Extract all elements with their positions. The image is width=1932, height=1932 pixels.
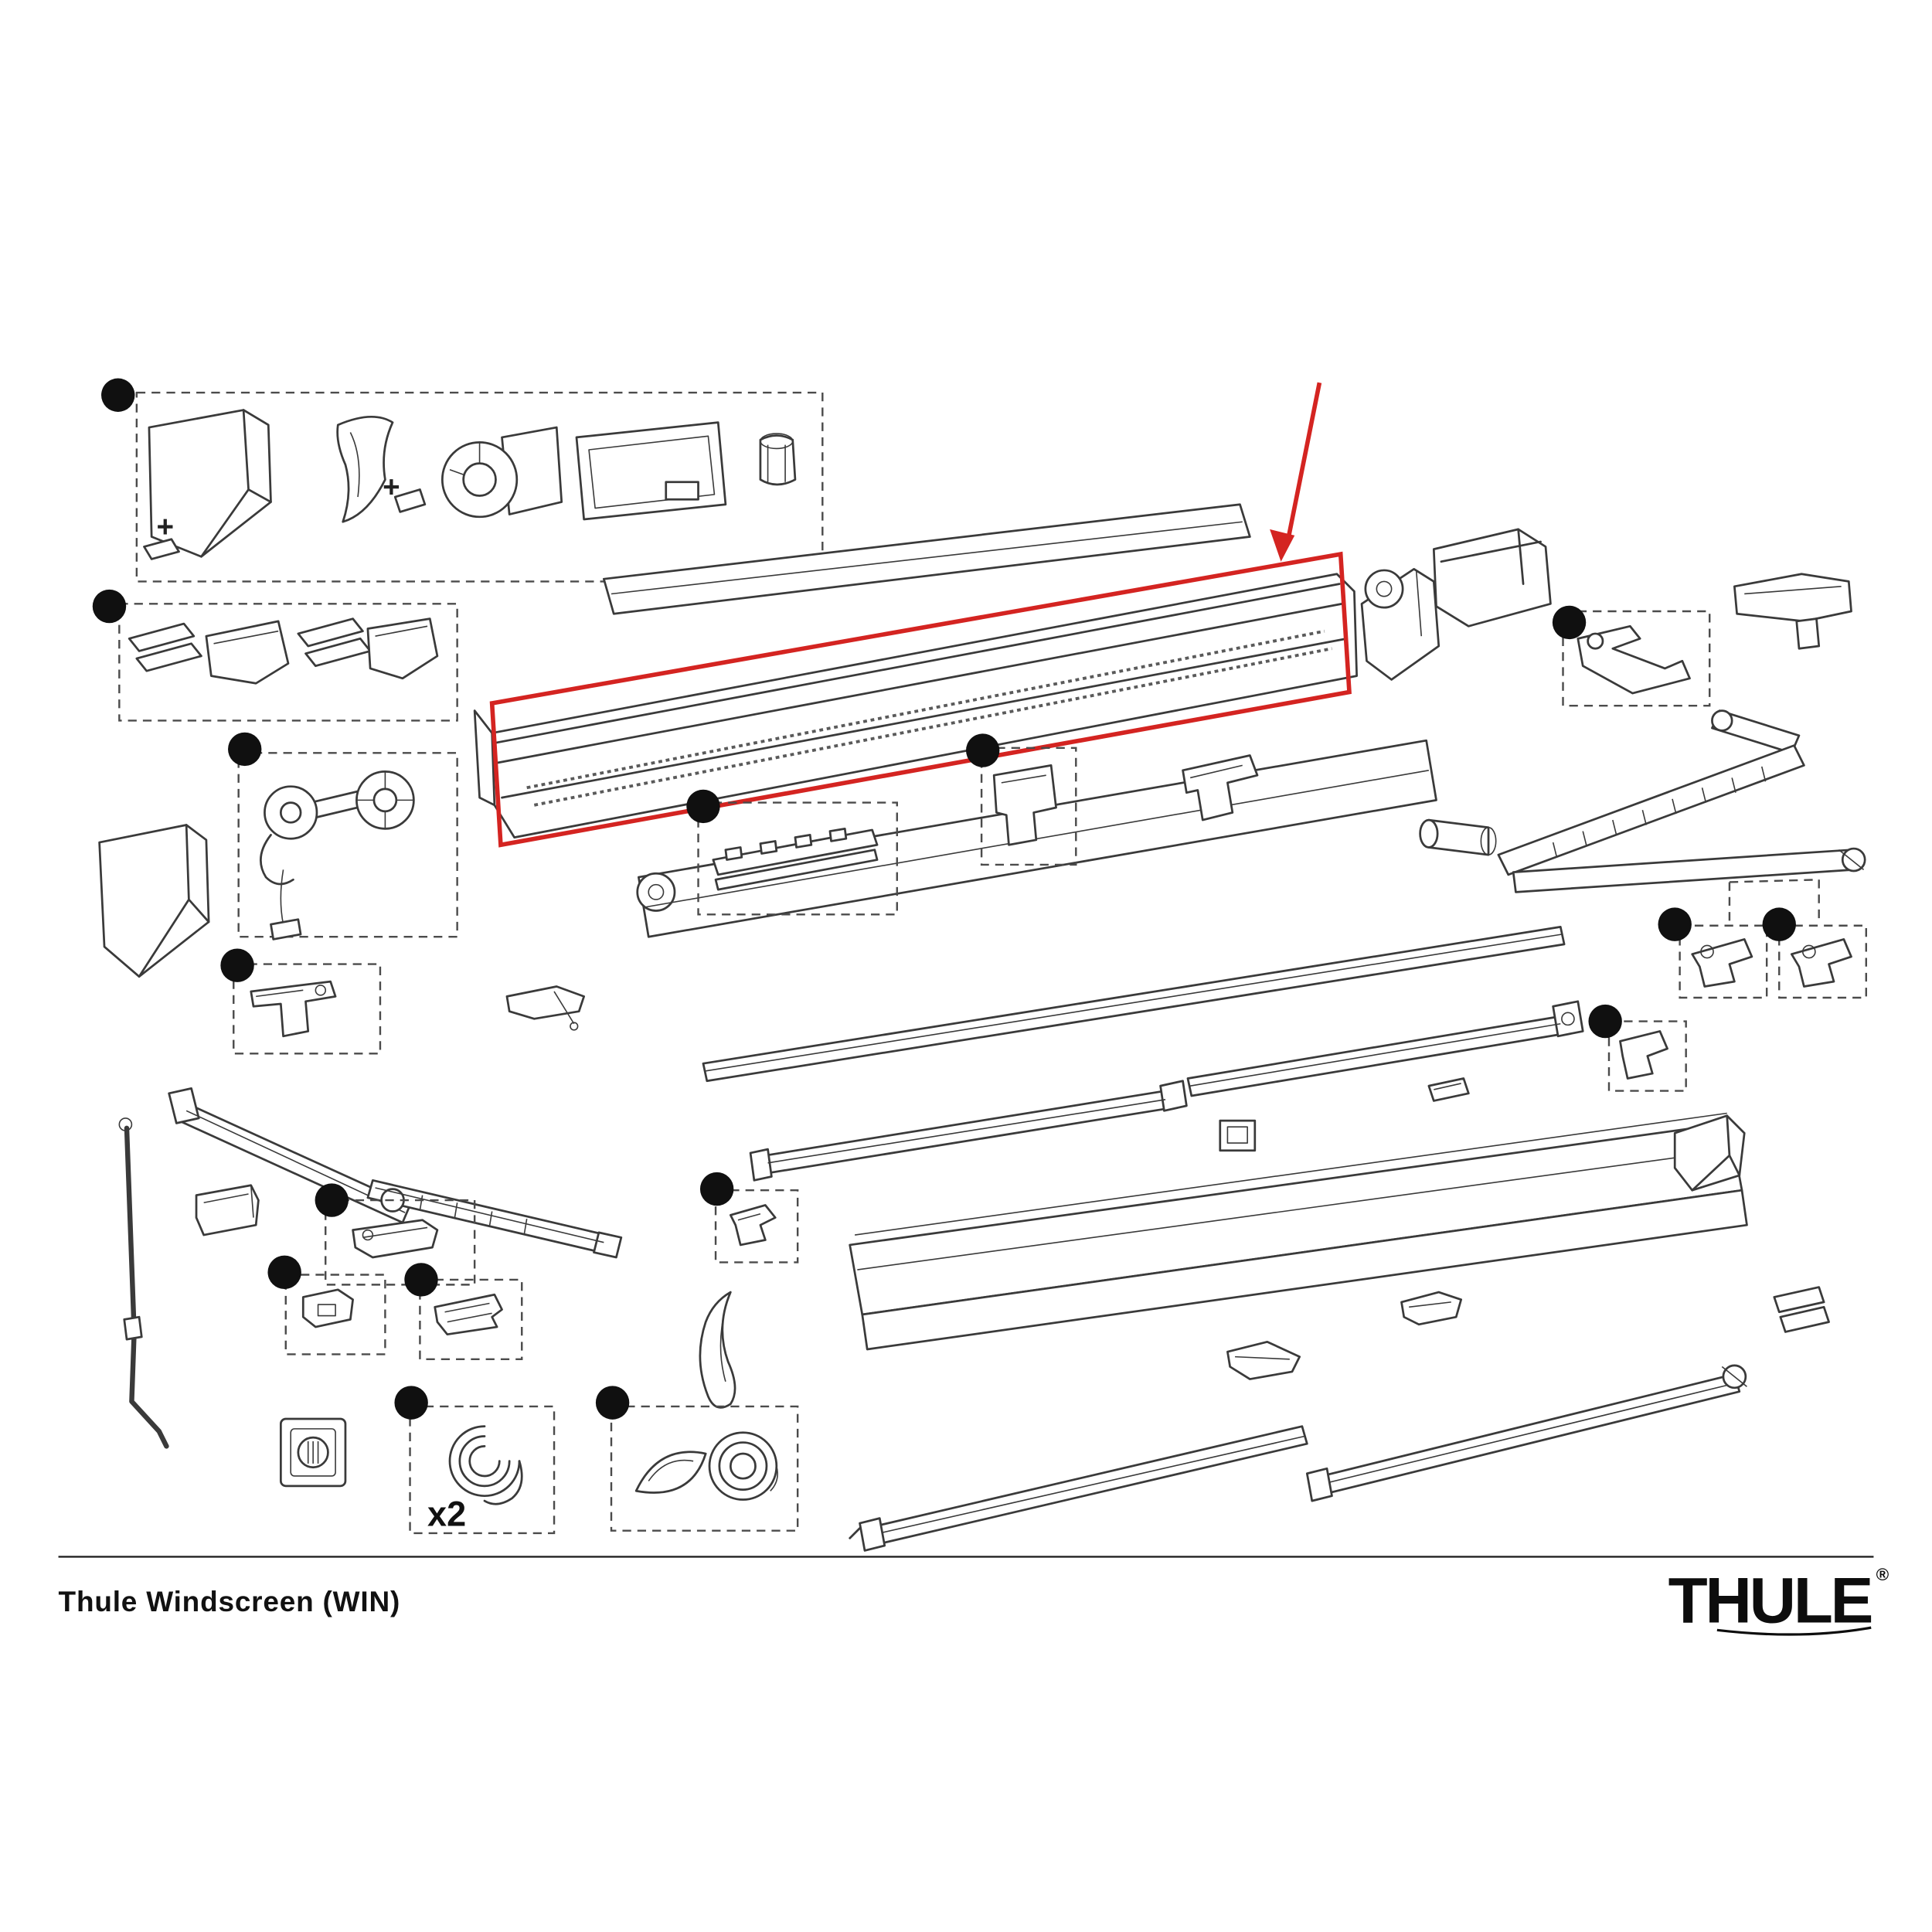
bracket-small-right <box>1400 1291 1463 1326</box>
callout-marker <box>267 1255 301 1290</box>
roller-adapter <box>1419 818 1497 856</box>
callout-marker <box>220 948 254 982</box>
callout-marker <box>1552 605 1587 640</box>
plus-sign: + <box>383 471 400 504</box>
kit-box-bracket-b <box>419 1278 523 1361</box>
support-arms-middle <box>749 1000 1584 1182</box>
kit-box-hinge <box>1562 610 1711 707</box>
kit-box-clip-mid <box>714 1189 799 1264</box>
diagram-title: Thule Windscreen (WIN) <box>59 1586 401 1617</box>
callout-marker <box>1762 907 1796 941</box>
endcaps-small-left <box>195 1184 260 1236</box>
callout-marker <box>92 589 127 624</box>
folded-bracket <box>1182 754 1259 821</box>
quantity-label: x2 <box>427 1494 466 1533</box>
callout-marker <box>1588 1004 1622 1039</box>
brand-logo: THULE <box>1668 1564 1872 1637</box>
plus-sign: + <box>157 511 175 544</box>
spring-arm-right <box>1497 709 1866 922</box>
spring-arm-left <box>168 1087 623 1259</box>
square-bracket <box>1219 1119 1257 1152</box>
lead-rail <box>702 925 1566 1083</box>
kit-box-mounting-rail <box>697 801 898 916</box>
crank-handle <box>118 1117 169 1449</box>
front-panel-profile <box>849 1112 1748 1351</box>
awning-case <box>473 503 1358 838</box>
mounting-rails-bottom <box>849 1364 1747 1552</box>
callout-markers <box>92 378 1796 1420</box>
endcap-right-mid <box>1673 1114 1746 1192</box>
fabric-guide <box>699 1291 736 1409</box>
callout-marker <box>595 1386 630 1420</box>
bracket-zigzag <box>1226 1340 1301 1380</box>
kit-box-clip-right <box>1607 1020 1687 1092</box>
callout-marker <box>315 1183 349 1217</box>
callout-marker <box>966 733 1000 767</box>
callout-marker <box>686 789 720 824</box>
kit-box-arm-end <box>325 1199 476 1286</box>
callout-marker <box>404 1263 438 1297</box>
small-clip-mid <box>1427 1077 1470 1102</box>
kit-box-latch-right <box>1778 924 1867 999</box>
highlight-box <box>489 551 1352 848</box>
registered-mark: ® <box>1876 1565 1889 1584</box>
callout-marker <box>228 732 262 767</box>
callout-marker <box>699 1172 734 1206</box>
wall-switch-plate <box>279 1417 347 1488</box>
callout-marker <box>101 378 135 412</box>
gearbox-right <box>1360 567 1440 681</box>
footer: Thule Windscreen (WIN) THULE ® <box>59 1556 1889 1637</box>
kit-box-latch-left <box>1679 924 1768 999</box>
fabric-roller-tube <box>636 739 1437 938</box>
kit-box-foam-roll: x2 <box>409 1405 556 1535</box>
kit-box-wall-bracket <box>980 747 1077 866</box>
endcap-right-top <box>1432 528 1552 628</box>
brand-underline <box>1716 1626 1872 1636</box>
kit-box-foam-brackets <box>118 603 458 722</box>
kit-box-bracket-a <box>284 1274 386 1355</box>
kit-box-endcap-motor: + + <box>135 391 824 583</box>
endcap-left <box>98 824 210 978</box>
callout-marker <box>1658 907 1692 941</box>
callout-marker <box>394 1386 428 1420</box>
highlight-annotation <box>489 382 1352 848</box>
kit-box-gasket-seal <box>610 1405 799 1532</box>
kit-box-tension-knobs <box>237 752 458 940</box>
kit-box-small-bracket <box>233 963 382 1055</box>
pointer-arrowhead <box>1270 529 1295 562</box>
pointer-arrow <box>1284 382 1322 545</box>
bracket-right-top <box>1733 573 1852 650</box>
anchor-piece <box>505 985 585 1031</box>
clips-right-pair <box>1773 1286 1830 1333</box>
